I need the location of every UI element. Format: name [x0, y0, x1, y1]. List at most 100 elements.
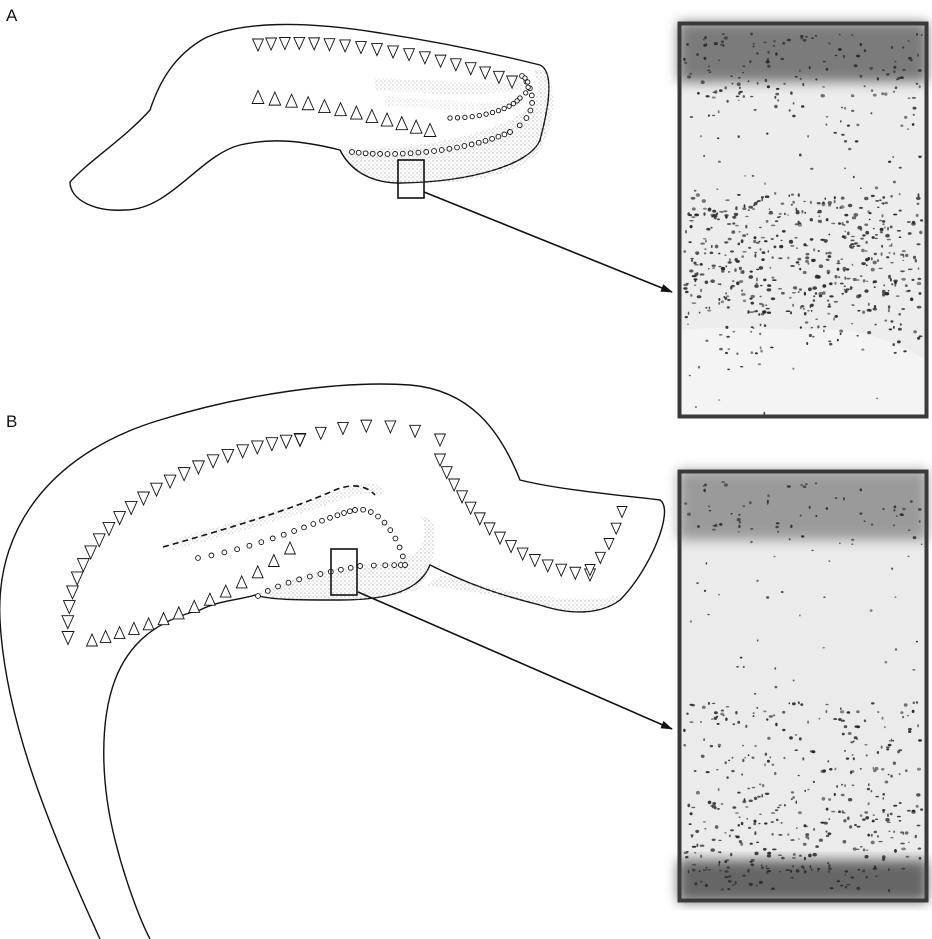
stained-cell	[749, 501, 751, 504]
panel-b-stipple-band	[258, 515, 620, 611]
stained-cell	[841, 134, 845, 136]
pyramidal-cell-triangle	[396, 117, 408, 130]
stained-cell	[848, 204, 853, 208]
stained-cell	[727, 223, 731, 225]
stained-cell	[853, 757, 855, 760]
stained-cell	[759, 333, 761, 336]
stained-cell	[771, 821, 774, 823]
stained-cell	[807, 135, 809, 138]
stained-cell	[781, 822, 783, 823]
granule-bead	[256, 594, 261, 599]
stained-cell	[732, 806, 736, 809]
stained-cell	[779, 871, 781, 872]
stained-cell	[782, 230, 786, 233]
stained-cell	[913, 330, 917, 333]
stained-cell	[748, 869, 750, 873]
stained-cell	[890, 775, 893, 778]
stained-cell	[813, 299, 815, 302]
stained-cell	[856, 710, 860, 713]
stained-cell	[890, 226, 893, 229]
stained-cell	[694, 882, 697, 886]
stained-cell	[796, 801, 798, 804]
stained-cell	[791, 791, 794, 793]
stained-cell	[889, 740, 892, 741]
pyramidal-cell-triangle	[295, 434, 306, 446]
stained-cell	[812, 286, 817, 290]
granule-bead	[328, 515, 333, 520]
stained-cell	[722, 481, 725, 483]
stained-cell	[874, 253, 877, 256]
stained-cell	[894, 849, 897, 853]
stained-cell	[896, 515, 898, 517]
stained-cell	[799, 268, 801, 271]
granule-bead	[424, 150, 429, 155]
granule-bead	[496, 134, 501, 139]
stained-cell	[776, 235, 779, 238]
stained-cell	[800, 326, 802, 328]
stained-cell	[890, 262, 893, 263]
stained-cell	[753, 822, 756, 825]
stained-cell	[790, 265, 795, 267]
stained-cell	[853, 741, 855, 742]
stained-cell	[767, 51, 769, 54]
stained-cell	[687, 513, 691, 516]
stained-cell	[704, 57, 707, 60]
stained-cell	[843, 497, 845, 500]
stained-cell	[862, 311, 865, 314]
granule-bead	[490, 110, 494, 114]
stained-cell	[730, 513, 732, 514]
stained-cell	[743, 300, 746, 303]
granule-bead	[235, 547, 240, 552]
stained-cell	[860, 814, 863, 817]
stained-cell	[732, 884, 735, 886]
stained-cell	[751, 302, 754, 305]
stained-cell	[720, 713, 724, 716]
stained-cell	[791, 204, 793, 206]
stained-cell	[759, 814, 762, 815]
pyramidal-cell-triangle	[253, 39, 264, 51]
stained-cell	[694, 770, 697, 772]
stained-cell	[844, 289, 846, 290]
stained-cell	[715, 245, 719, 249]
stained-cell	[771, 833, 773, 836]
stained-cell	[795, 734, 798, 736]
stained-cell	[898, 328, 902, 331]
stained-cell	[737, 518, 741, 521]
pyramidal-cell-triangle	[138, 492, 150, 505]
stained-cell	[769, 211, 772, 213]
granule-bead	[209, 553, 214, 558]
stained-cell	[851, 304, 854, 306]
stained-cell	[810, 201, 812, 204]
stained-cell	[726, 776, 728, 779]
stained-cell	[823, 596, 826, 598]
stained-cell	[702, 199, 706, 203]
stained-cell	[786, 869, 790, 871]
pyramidal-cell-triangle	[302, 97, 314, 110]
stained-cell	[734, 881, 736, 885]
stained-cell	[851, 94, 855, 97]
stained-cell	[913, 107, 917, 110]
stained-cell	[751, 351, 754, 354]
stained-cell	[840, 710, 844, 713]
stained-cell	[792, 865, 794, 868]
granule-bead	[508, 130, 513, 135]
stained-cell	[841, 107, 843, 109]
stained-cell	[751, 863, 754, 866]
stained-cell	[718, 253, 720, 255]
stained-cell	[766, 60, 770, 63]
stained-cell	[778, 854, 782, 856]
stained-cell	[684, 502, 687, 504]
pyramidal-cell-triangle	[164, 475, 176, 488]
stained-cell	[910, 298, 913, 302]
stained-cell	[807, 789, 809, 791]
stained-cell	[811, 259, 816, 262]
stained-cell	[690, 620, 692, 622]
stained-cell	[764, 240, 767, 242]
pyramidal-cell-triangle	[450, 59, 461, 71]
stained-cell	[706, 228, 710, 231]
stained-cell	[688, 870, 690, 873]
stained-cell	[748, 247, 751, 249]
stained-cell	[758, 363, 762, 365]
stained-cell	[902, 250, 906, 252]
granule-bead	[502, 132, 507, 137]
